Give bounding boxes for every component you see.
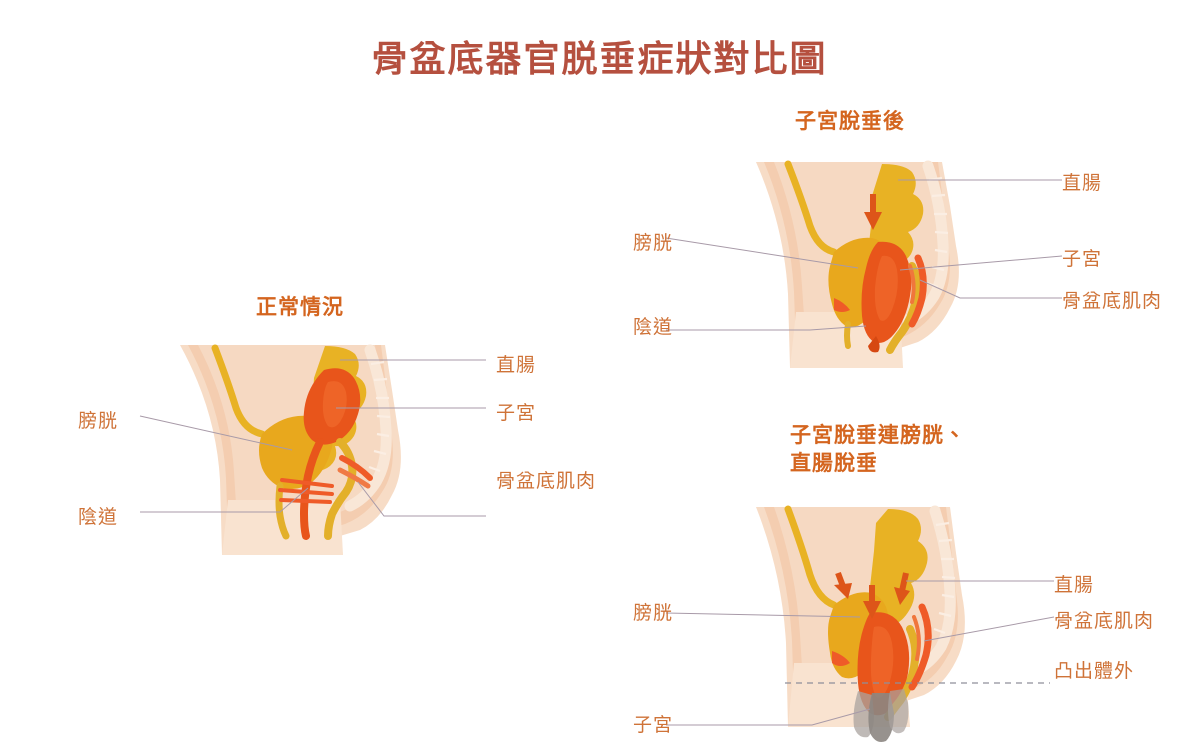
- descent-arrow-1: [864, 194, 882, 230]
- leader-pelvic-muscle: [357, 481, 486, 517]
- urethra: [275, 482, 290, 540]
- label-bladder-combined: 膀胱: [632, 603, 673, 624]
- cervix-tip: [868, 336, 880, 353]
- label-bladder-prolapse: 膀胱: [632, 233, 673, 254]
- label-uterus-prolapse: 子宮: [1062, 249, 1103, 270]
- pelvic-floor-muscle-right-2: [912, 615, 921, 661]
- descent-arrow-1: [834, 571, 852, 599]
- figure-combined-prolapse: [665, 505, 1055, 742]
- label-rectum-normal: 直腸: [496, 355, 537, 376]
- ureter: [211, 344, 266, 438]
- pelvic-floor-muscle-right-2: [337, 467, 371, 489]
- label-protrudes-outside: 凸出體外: [1054, 661, 1135, 682]
- page-title: 骨盆底器官脱垂症狀對比圖: [371, 38, 828, 79]
- pelvic-floor-muscle-right: [339, 455, 373, 481]
- panel-title-combined-prolapse: 子宮脫垂連膀胱、 直腸脫垂: [790, 424, 966, 476]
- label-bladder-normal: 膀胱: [77, 411, 118, 432]
- label-rectum-combined: 直腸: [1054, 575, 1095, 596]
- panel-title-uterine-prolapse: 子宮脫垂後: [795, 110, 905, 133]
- leader-bladder: [665, 237, 859, 269]
- leader-bladder: [139, 415, 293, 451]
- anterior-wall-fold: [832, 651, 850, 666]
- descent-arrow-2: [863, 585, 881, 619]
- pelvic-floor-muscle-left: [278, 478, 334, 504]
- leader-vagina: [666, 325, 867, 331]
- sacrum: [344, 344, 392, 512]
- leader-pelvic-muscle: [919, 279, 1062, 299]
- label-uterus-combined: 子宮: [632, 715, 673, 736]
- leader-pelvic-muscle: [923, 616, 1055, 642]
- label-pelvic-muscle-prolapse: 骨盆底肌肉: [1062, 291, 1163, 312]
- bladder-neck: [844, 321, 851, 349]
- sacrum-segments: [933, 521, 956, 635]
- anterior-wall-fold: [834, 298, 850, 312]
- label-pelvic-muscle-combined: 骨盆底肌肉: [1054, 611, 1155, 632]
- descent-arrow-3: [894, 572, 910, 605]
- label-rectum-prolapse: 直腸: [1062, 173, 1103, 194]
- vaginal-wall: [324, 438, 357, 540]
- label-vagina-normal: 陰道: [77, 507, 118, 528]
- figure-uterine-prolapse: [665, 160, 1063, 368]
- leader-vagina: [140, 487, 309, 513]
- ureter: [784, 505, 838, 609]
- panel-uterine-prolapse: 子宮脫垂後: [600, 0, 1199, 380]
- leader-uterus: [899, 255, 1063, 271]
- uterus-highlight: [322, 381, 347, 428]
- pelvic-floor-muscle-right: [908, 254, 927, 328]
- leader-bladder: [665, 612, 861, 618]
- figure-normal: [139, 344, 486, 555]
- panel-normal: 正常情況: [0, 0, 640, 600]
- panel-title-normal: 正常情況: [256, 296, 344, 319]
- protrusion-mass-3: [888, 689, 909, 734]
- uterus-highlight: [874, 255, 898, 321]
- label-vagina-prolapse: 陰道: [632, 317, 673, 338]
- label-pelvic-muscle-normal: 骨盆底肌肉: [496, 471, 597, 492]
- protrusion-mass-2: [868, 693, 894, 742]
- leader-uterus: [666, 708, 871, 726]
- panel-combined-prolapse: 子宮脫垂連膀胱、 直腸脫垂: [600, 410, 1199, 746]
- vaginal-wall: [886, 262, 922, 354]
- ureter: [784, 160, 838, 256]
- label-uterus-normal: 子宮: [496, 403, 537, 424]
- sacrum-segments: [368, 360, 391, 473]
- vaginal-canal: [299, 438, 324, 540]
- uterus-highlight: [870, 626, 894, 698]
- pelvic-floor-muscle-right: [908, 603, 932, 691]
